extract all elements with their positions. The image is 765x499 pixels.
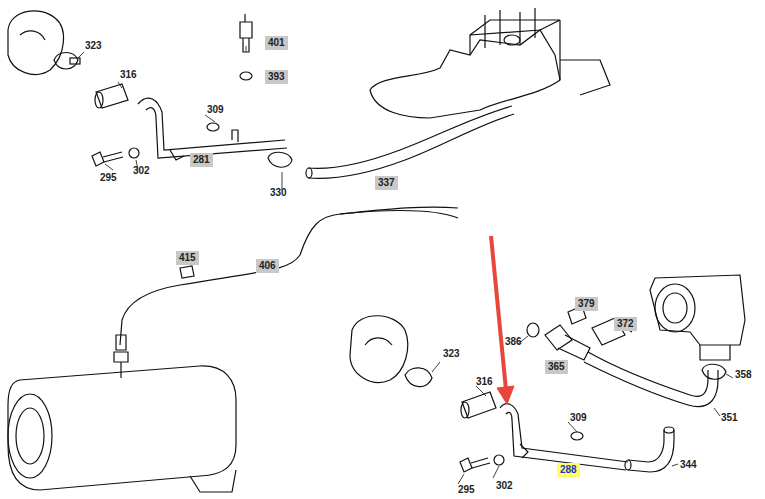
callout-number: 316 [476,376,493,388]
callout-number: 316 [120,69,137,81]
callout-number: 309 [570,412,587,424]
callout-number: 330 [270,187,287,199]
callout-box: 365 [545,360,568,374]
callout-number: 372 [617,318,634,330]
callout-box: 393 [265,70,288,84]
callout-number: 323 [443,348,460,360]
callout-box: 337 [375,176,398,190]
callout-number: 288 [560,464,577,476]
callout-number: 401 [268,37,285,49]
callout-number: 302 [496,480,513,492]
callout-number: 302 [133,165,150,177]
callout-box: 281 [190,153,213,167]
callout-number: 379 [578,298,595,310]
callout-number: 358 [735,369,752,381]
callout-number: 386 [505,336,522,348]
callout-number: 295 [100,172,117,184]
callout-number: 309 [207,104,224,116]
callout-number: 281 [193,154,210,166]
callout-number: 406 [259,260,276,272]
callout-number: 323 [85,40,102,52]
callout-number: 351 [721,412,738,424]
callout-number: 415 [179,252,196,264]
callout-number: 337 [378,177,395,189]
callout-box: 379 [575,297,598,311]
callout-box: 415 [176,251,199,265]
callout-box: 401 [265,36,288,50]
callout-box: 288 [557,463,580,477]
callout-number: 365 [548,361,565,373]
callout-number: 393 [268,71,285,83]
callout-number: 295 [458,484,475,496]
callout-number: 344 [680,459,697,471]
callout-box: 372 [614,317,637,331]
callout-box: 406 [256,259,279,273]
